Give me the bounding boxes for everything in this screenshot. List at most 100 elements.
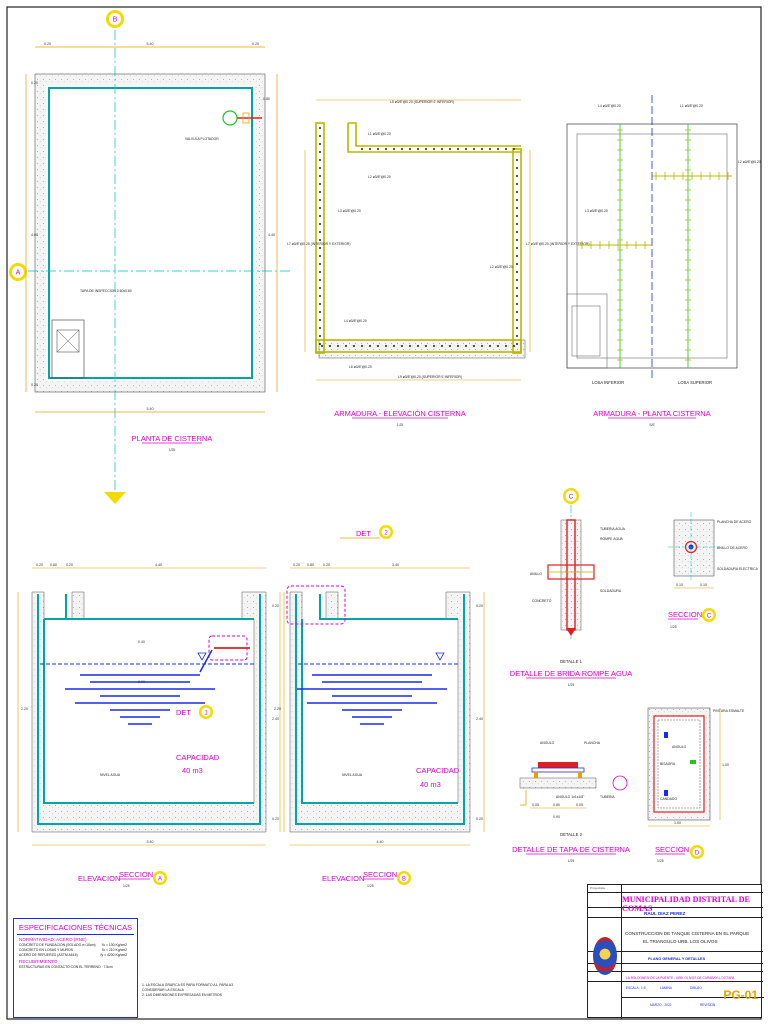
title-block: Proyectista MUNICIPALIDAD DISTRITAL DE C… bbox=[587, 884, 764, 1019]
rebar-plan-label-left: LOSA INFERIOR bbox=[592, 380, 624, 385]
sec-a-dim-bottom: 5.40 bbox=[147, 840, 154, 844]
rebar-dots bbox=[319, 127, 518, 347]
sec-a-dim-top-b: 0.80 bbox=[50, 563, 57, 567]
rebar-elev-label-bottom-a: L6 ø3/8"@0.20 bbox=[349, 365, 372, 369]
sec-a-dim-right-top: 0.20 bbox=[272, 604, 279, 608]
plan-inner-wall bbox=[48, 87, 253, 379]
sec-b-title-left: ELEVACION bbox=[322, 874, 364, 883]
detail1-scale: 1/25 bbox=[568, 683, 575, 687]
plan-dim-left-top: 0.20 bbox=[31, 81, 38, 85]
titleblock-dibujo: DIBUJO bbox=[690, 986, 702, 990]
municipality-logo bbox=[593, 937, 617, 975]
sec-c-dim-b: 0.10 bbox=[700, 583, 707, 587]
sec-b-dim-bottom: 4.40 bbox=[377, 840, 384, 844]
specs-row: ACERO DE REFUERZO (ASTM A615)fy = 4200 K… bbox=[19, 953, 137, 957]
sec-a-dim-right-mid: 2.40 bbox=[272, 717, 279, 721]
rebar-elev-label-mid: L2 ø3/8"@0.20 bbox=[490, 265, 513, 269]
sec-a-dim-top-a: 0.20 bbox=[36, 563, 43, 567]
detail2-dim-2: 0.05 bbox=[576, 803, 583, 807]
detail1-subtitle: DETALLE DE BRIDA ROMPE AGUA bbox=[510, 669, 632, 678]
sec-b-dim-right-top: 0.20 bbox=[476, 604, 483, 608]
sec-b-capacity-value: 40 m3 bbox=[420, 780, 441, 789]
titleblock-revision: REVISION bbox=[700, 1003, 716, 1007]
specs-row-cover: ESTRUCTURAS EN CONTACTO CON EL TERRENO :… bbox=[19, 965, 137, 969]
detail2-label-0: ANGULO bbox=[540, 741, 555, 745]
titleblock-sheet-code: PG-01 bbox=[723, 988, 758, 1002]
sec-c-label-0: PLANCHA DE ACERO bbox=[717, 520, 752, 524]
detail1-label-3: ANILLO bbox=[530, 572, 542, 576]
sec-b-dim-top-main: 3.40 bbox=[392, 563, 399, 567]
detail2-label-3: TUBERIA bbox=[600, 795, 615, 799]
titleblock-proyectista-label: Proyectista bbox=[590, 886, 605, 890]
specs-row-label: CONCRETO EN LOSAS Y MUROS bbox=[19, 948, 73, 952]
sec-a-dim-inner-b: 2.00 bbox=[138, 680, 145, 684]
specs-section-2: RECUBRIMIENTO bbox=[19, 959, 58, 964]
sec-a-title-left: ELEVACION bbox=[78, 874, 120, 883]
sec-c-label-1: ANILLO DE ACERO bbox=[717, 546, 748, 550]
sec-b-dim-top-c: 0.20 bbox=[323, 563, 330, 567]
sec-a-scale: 1/25 bbox=[123, 884, 130, 888]
plan-scale: 1/25 bbox=[169, 448, 176, 452]
section-b-view: 0.20 0.80 0.20 3.40 2.20 0.20 2.40 0.20 … bbox=[274, 525, 485, 888]
plan-dim-top-mid: 5.40 bbox=[147, 42, 154, 46]
technical-specs-box: ESPECIFICACIONES TÉCNICAS NORMATIVIDAD: … bbox=[13, 918, 138, 1018]
sec-d-tag: D bbox=[695, 851, 700, 857]
sec-c-dim-a: 0.10 bbox=[676, 583, 683, 587]
titleblock-sheet-name: PLANO GENERAL Y DETALLES bbox=[648, 957, 706, 961]
plan-dim-right-small: 0.80 bbox=[263, 97, 270, 101]
rebar-elev-label-right: L7 ø3/8"@0.20 (INTERIOR Y EXTERIOR) bbox=[526, 242, 590, 246]
sec-b-scale: 1/25 bbox=[367, 884, 374, 888]
sec-a-capacity-label: CAPACIDAD bbox=[176, 753, 220, 762]
rebar-elev-label-l2: L2 ø3/8"@0.20 bbox=[368, 175, 391, 179]
axis-b-label: B bbox=[113, 17, 118, 24]
detail2-label-1: PLANCHA bbox=[584, 741, 601, 745]
plan-access-hatch bbox=[51, 319, 85, 379]
plan-title: PLANTA DE CISTERNA bbox=[132, 434, 213, 443]
section-c-view: 0.10 0.10 PLANCHA DE ACERO ANILLO DE ACE… bbox=[668, 512, 759, 629]
plan-dim-top-right: 0.20 bbox=[252, 42, 259, 46]
specs-title: ESPECIFICACIONES TÉCNICAS bbox=[18, 923, 133, 932]
specs-row-value: fy = 4200 Kg/cm2 bbox=[100, 953, 127, 957]
rebar-elev-label-l1: L1 ø3/8"@0.20 bbox=[368, 132, 391, 136]
sec-c-title: SECCION bbox=[668, 610, 702, 619]
rebar-plan-label-right: LOSA SUPERIOR bbox=[678, 380, 712, 385]
sec-d-scale: 1/25 bbox=[657, 859, 664, 863]
sec-d-label-2: BISAGRA bbox=[660, 762, 676, 766]
rebar-elevation-view: L5 ø3/8"@0.20 (SUPERIOR E INFERIOR) L1 ø… bbox=[287, 99, 590, 427]
detail2-title: DETALLE 2 bbox=[560, 832, 582, 837]
sec-c-scale: 1/25 bbox=[670, 625, 677, 629]
sec-b-capacity-label: CAPACIDAD bbox=[416, 766, 460, 775]
plan-hatch-label: TAPA DE INSPECCION 0.60x0.60 bbox=[80, 289, 132, 293]
sec-d-dim-0: 1.00 bbox=[674, 821, 681, 825]
rebar-plan-ticks bbox=[581, 129, 729, 361]
rebar-plan-tag-l4: L4 ø3/8"@0.20 bbox=[598, 104, 621, 108]
sec-a-det-tag: 1 bbox=[204, 711, 208, 717]
plan-dim-bottom: 5.40 bbox=[147, 407, 154, 411]
sec-c-label-2: SOLDADURA ELECTRICA bbox=[717, 567, 759, 571]
rebar-plan-tag-l3: L3 ø3/8"@0.20 bbox=[585, 209, 608, 213]
detail2-subtitle: DETALLE DE TAPA DE CISTERNA bbox=[512, 845, 630, 854]
plan-view: B A 0.20 5.40 0.20 0.20 4.00 0.20 4.40 0… bbox=[9, 10, 290, 504]
rebar-elev-title: ARMADURA - ELEVACIÓN CISTERNA bbox=[334, 409, 466, 418]
sec-b-dim-left: 2.20 bbox=[274, 707, 281, 711]
detail-2-view: 0.05 0.80 0.05 0.90 ANGULO PLANCHA ANGUL… bbox=[512, 741, 630, 863]
detail2-dim-3: 0.90 bbox=[553, 815, 560, 819]
titleblock-escala: ESCALA : 1:5 bbox=[626, 986, 646, 990]
specs-row-value: f'c = 100 Kg/cm2 bbox=[101, 943, 127, 947]
specs-row-label: CONCRETO DE FUNDACION (SOLADO e=10cm) bbox=[19, 943, 96, 947]
water-level-icon-b bbox=[435, 652, 445, 661]
sec-d-label-0: PINTURA ESMALTE bbox=[713, 709, 745, 713]
water-level-icon bbox=[197, 652, 207, 661]
water-lines-b bbox=[297, 674, 447, 725]
detail1-title: DETALLE 1 bbox=[560, 659, 582, 664]
detail2-label-2: ANGULO 1x1x1/8" bbox=[556, 795, 585, 799]
sheet-border bbox=[6, 6, 762, 1020]
rebar-plan-view: L4 ø3/8"@0.20 L1 ø3/8"@0.20 L2 ø3/8"@0.2… bbox=[566, 95, 761, 427]
detail1-label-0: TUBERIA AGUA bbox=[600, 527, 626, 531]
sec-d-label-3: CANDADO bbox=[660, 797, 677, 801]
sec-b-det-tag: 2 bbox=[384, 531, 388, 537]
sec-a-tag: A bbox=[158, 877, 162, 883]
sec-a-dim-right-bot: 0.20 bbox=[272, 817, 279, 821]
sec-d-dim-1: 1.00 bbox=[722, 763, 729, 767]
